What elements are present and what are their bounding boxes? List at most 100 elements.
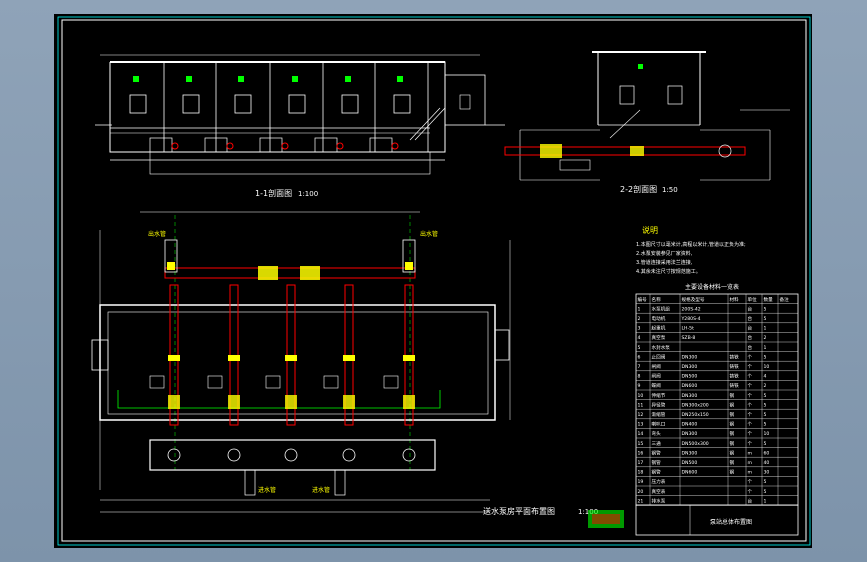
table-cell: 5: [764, 441, 767, 447]
table-cell: 个: [748, 412, 753, 418]
table-cell: 铸铁: [730, 382, 740, 389]
table-cell: 1: [764, 326, 767, 332]
table-cell: 钢: [730, 411, 735, 418]
table-cell: 台: [748, 325, 753, 332]
table-cell: 止回阀: [652, 353, 666, 360]
table-cell: 真空表: [652, 488, 666, 495]
section-2-2-label: 2-2剖面图: [620, 184, 657, 194]
table-cell: 台: [748, 315, 753, 322]
table-cell: DN300: [682, 431, 698, 437]
notes-line-4: 4.其余未注尺寸按规范施工。: [636, 268, 701, 275]
table-cell: 个: [748, 479, 753, 485]
table-cell: 200S-42: [682, 306, 701, 312]
table-cell: DN600: [682, 470, 698, 476]
equipment-table-title: 主要设备材料一览表: [685, 283, 739, 291]
table-cell: 铸铁: [730, 353, 740, 360]
inner-frame: [61, 19, 807, 542]
section-2-2-scale: 1:50: [662, 186, 678, 194]
table-cell: 9: [638, 383, 641, 389]
table-cell: 8: [638, 374, 641, 380]
table-cell: 喇叭口: [652, 421, 666, 428]
table-cell: 钢: [730, 440, 735, 447]
table-cell: 个: [748, 354, 753, 360]
table-cell: 钢管: [652, 459, 662, 466]
table-cell: 真空泵: [652, 334, 666, 341]
table-cell: 40: [764, 460, 770, 466]
table-cell: 2: [764, 335, 767, 341]
table-cell: 5: [764, 354, 767, 360]
table-cell: 5: [764, 479, 767, 485]
table-cell: 蝶阀: [652, 382, 662, 389]
table-header-cell: 数量: [764, 296, 774, 303]
table-cell: 5: [764, 393, 767, 399]
table-cell: 水泵机组: [652, 305, 671, 312]
table-cell: 个: [748, 422, 753, 428]
table-cell: 15: [638, 441, 644, 447]
table-cell: 弯头: [652, 430, 662, 437]
table-cell: DN600: [682, 383, 698, 389]
table-cell: 2: [638, 316, 641, 322]
table-cell: DN300: [682, 364, 698, 370]
outlet-label-left: 出水管: [148, 230, 166, 238]
table-cell: 21: [638, 498, 644, 504]
table-cell: 台: [748, 344, 753, 351]
table-cell: 个: [748, 364, 753, 370]
notes-line-3: 3.管道连接采用法兰连接,: [636, 259, 693, 266]
table-cell: 1: [764, 345, 767, 351]
table-cell: 个: [748, 431, 753, 437]
pump-units: [149, 284, 415, 426]
outer-frame: [57, 16, 811, 546]
table-header-cell: 单位: [748, 296, 758, 303]
table-cell: DN300: [682, 450, 698, 456]
table-cell: DN300: [682, 354, 698, 360]
table-cell: 个: [748, 374, 753, 380]
table-cell: 起重机: [652, 325, 666, 332]
table-cell: 钢: [730, 459, 735, 466]
table-cell: DN500x300: [682, 441, 709, 447]
notes-line-2: 2.水泵安装参见厂家资料,: [636, 250, 693, 257]
table-cell: 1: [638, 306, 641, 312]
table-cell: 压力表: [652, 478, 666, 485]
table-cell: 10: [764, 431, 770, 437]
table-cell: 电动机: [652, 315, 666, 322]
section-2-2-view: [504, 51, 790, 181]
table-cell: 3: [638, 326, 641, 332]
table-cell: 三通: [652, 440, 662, 447]
table-cell: 13: [638, 422, 644, 428]
section-1-1-label: 1-1剖面图: [255, 188, 292, 198]
table-cell: 钢: [730, 430, 735, 437]
title-block: [588, 504, 799, 536]
section-1-1-view: [95, 54, 505, 175]
table-cell: 12: [638, 412, 644, 418]
inlet-label-right: 进水管: [312, 486, 330, 494]
table-cell: 14: [638, 431, 644, 437]
inlet-label-left: 进水管: [258, 486, 276, 494]
table-cell: 4: [764, 374, 767, 380]
table-cell: 4: [638, 335, 641, 341]
table-cell: 异径管: [652, 401, 666, 408]
table-cell: 排水泵: [652, 497, 666, 504]
table-cell: 个: [748, 402, 753, 408]
table-cell: m: [748, 451, 753, 456]
table-cell: 5: [764, 402, 767, 408]
table-cell: 钢管: [652, 449, 662, 456]
table-cell: DN500: [682, 460, 698, 466]
table-cell: 10: [764, 364, 770, 370]
table-cell: 水封水泵: [652, 344, 671, 351]
table-cell: 渐缩管: [652, 411, 666, 418]
table-cell: 7: [638, 364, 641, 370]
notes-line-1: 1.本图尺寸以毫米计,高程以米计,管道以正负为准;: [636, 241, 746, 248]
sheet-title: 泵站总体布置图: [710, 518, 752, 526]
table-cell: m: [748, 461, 753, 466]
table-cell: 铸铁: [730, 363, 740, 370]
table-cell: 5: [764, 422, 767, 428]
table-cell: 5: [764, 306, 767, 312]
table-cell: DN250x150: [682, 412, 709, 418]
table-header-cell: 规格及型号: [682, 296, 705, 303]
table-header-cell: 材料: [730, 296, 740, 303]
table-cell: 2: [764, 383, 767, 389]
plan-view: [91, 211, 511, 513]
table-cell: 伸缩节: [652, 392, 666, 399]
